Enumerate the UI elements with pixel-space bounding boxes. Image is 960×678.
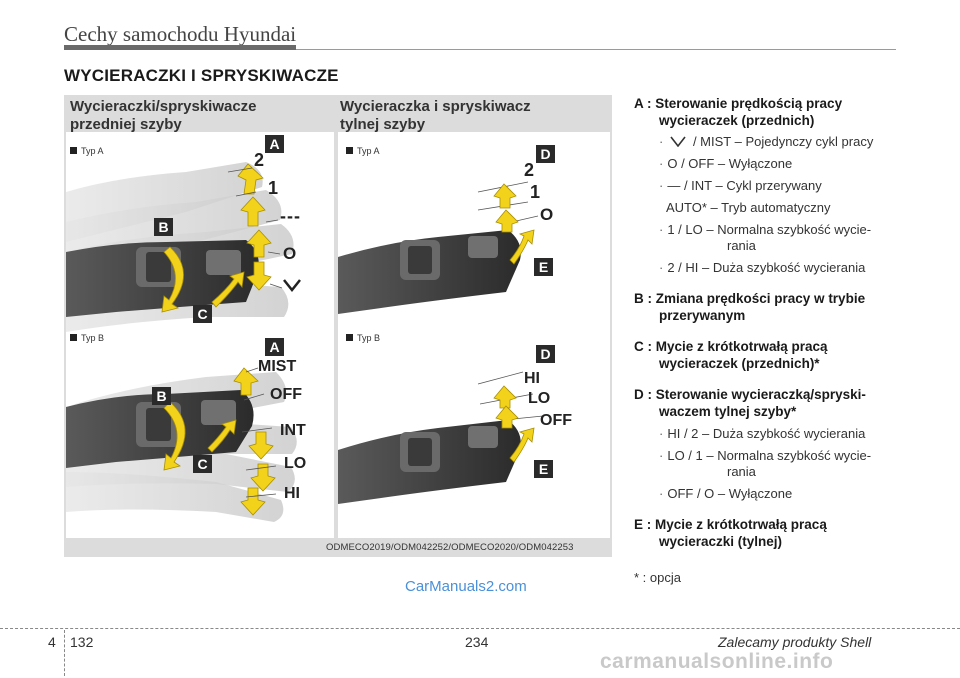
legend-a-item-5: ·1 / LO – Normalna szybkość wycie- — [659, 222, 872, 237]
illustration-codes: ODMECO2019/ODM042252/ODMECO2020/ODM04225… — [326, 542, 574, 553]
front-wiper-drawing — [66, 162, 297, 522]
rear-label-lo: LO — [528, 390, 551, 407]
rear-label-1: 1 — [530, 182, 541, 202]
legend-a-item-6: ·2 / HI – Duża szybkość wycierania — [659, 260, 866, 275]
rear-label-o: O — [540, 205, 554, 224]
rear-label-off: OFF — [540, 412, 572, 429]
tag-e-top: E — [534, 258, 553, 276]
header-rule — [296, 49, 896, 50]
tag-c-top: C — [193, 305, 212, 323]
rear-typ-a: Typ A — [346, 146, 380, 156]
tag-c-bottom: C — [193, 455, 212, 473]
footer-shell: Zalecamy produkty Shell — [718, 634, 872, 650]
legend-column: A : Sterowanie prędkością pracy wycierac… — [634, 95, 904, 585]
option-note: * : opcja — [634, 570, 681, 585]
front-wiper-illustration — [66, 132, 334, 538]
rear-title-line1: Wycieraczka i spryskiwacz — [340, 98, 531, 115]
rear-typ-b: Typ B — [346, 333, 380, 343]
tag-b-bottom: B — [152, 387, 171, 405]
legend-d-item-3: ·OFF / O – Wyłączone — [659, 486, 793, 501]
tag-d-bottom: D — [536, 345, 555, 363]
legend-a-item-2: ·O / OFF – Wyłączone — [659, 156, 793, 171]
tag-a-bottom: A — [265, 338, 284, 356]
legend-b-label2: przerywanym — [659, 308, 746, 323]
front-panel-title: Wycieraczki/spryskiwacze przedniej szyby — [70, 98, 257, 134]
front-title-line2: przedniej szyby — [70, 116, 182, 133]
footer-page: 132 — [70, 634, 94, 650]
legend-d-label: D : Sterowanie wycieraczką/spryski- — [634, 387, 866, 402]
header-title: Cechy samochodu Hyundai — [64, 22, 297, 46]
tag-a-top: A — [265, 135, 284, 153]
legend-a-item-1: · / MIST – Pojedynczy cykl pracy — [659, 134, 874, 149]
header-bar — [64, 45, 296, 50]
front-label-o: O — [283, 244, 297, 263]
chevron-down-icon — [283, 279, 301, 293]
legend-d-item-2: ·LO / 1 – Normalna szybkość wycie- — [659, 448, 872, 463]
rear-label-2: 2 — [524, 160, 535, 180]
front-label-lo: LO — [284, 455, 307, 472]
legend-d-item-1: ·HI / 2 – Duża szybkość wycierania — [659, 426, 866, 441]
front-title-line1: Wycieraczki/spryskiwacze — [70, 98, 257, 115]
footer-section: 4 — [48, 634, 56, 650]
legend-a-item-3: ·— / INT – Cykl przerywany — [659, 178, 822, 193]
legend-e-label2: wycieraczki (tylnej) — [659, 534, 783, 549]
rear-wiper-drawing — [338, 181, 544, 504]
front-label-int: INT — [280, 422, 306, 439]
legend-d-label2: waczem tylnej szyby* — [659, 404, 797, 419]
footer-watermark[interactable]: carmanualsonline.info — [600, 650, 834, 673]
tag-e-bottom: E — [534, 460, 553, 478]
rear-label-hi: HI — [524, 370, 540, 387]
tag-b-top: B — [154, 218, 173, 236]
front-label-v — [283, 278, 301, 297]
rear-wiper-illustration — [338, 132, 610, 538]
front-label-off: OFF — [270, 386, 302, 403]
legend-c-label: C : Mycie z krótkotrwałą pracą — [634, 339, 828, 354]
front-label-dash: --- — [280, 206, 301, 226]
legend-a-label: A : Sterowanie prędkością pracy — [634, 96, 843, 111]
legend-c-label2: wycieraczek (przednich)* — [659, 356, 820, 371]
section-title: WYCIERACZKI I SPRYSKIWACZE — [64, 66, 339, 85]
legend-a-label2: wycieraczek (przednich) — [659, 113, 815, 128]
front-label-hi: HI — [284, 485, 300, 502]
rear-title-line2: tylnej szyby — [340, 116, 426, 133]
front-label-1: 1 — [268, 178, 279, 198]
footer-rule — [0, 628, 960, 629]
footer-center-page: 234 — [465, 634, 489, 650]
front-typ-b: Typ B — [70, 333, 104, 343]
legend-a-item-4: AUTO* – Tryb automatyczny — [666, 200, 831, 215]
rear-panel-title: Wycieraczka i spryskiwacz tylnej szyby — [340, 98, 531, 134]
legend-a-item-5b: rania — [727, 238, 756, 253]
legend-d-item-2b: rania — [727, 464, 756, 479]
tag-d-top: D — [536, 145, 555, 163]
chevron-down-icon — [670, 136, 686, 148]
legend-e-label: E : Mycie z krótkotrwałą pracą — [634, 517, 827, 532]
front-label-mist: MIST — [258, 358, 297, 375]
carmanuals-watermark[interactable]: CarManuals2.com — [405, 578, 527, 595]
legend-b-label: B : Zmiana prędkości pracy w trybie — [634, 291, 866, 306]
front-typ-a: Typ A — [70, 146, 104, 156]
front-label-2: 2 — [254, 150, 265, 170]
footer-divider — [64, 630, 65, 676]
